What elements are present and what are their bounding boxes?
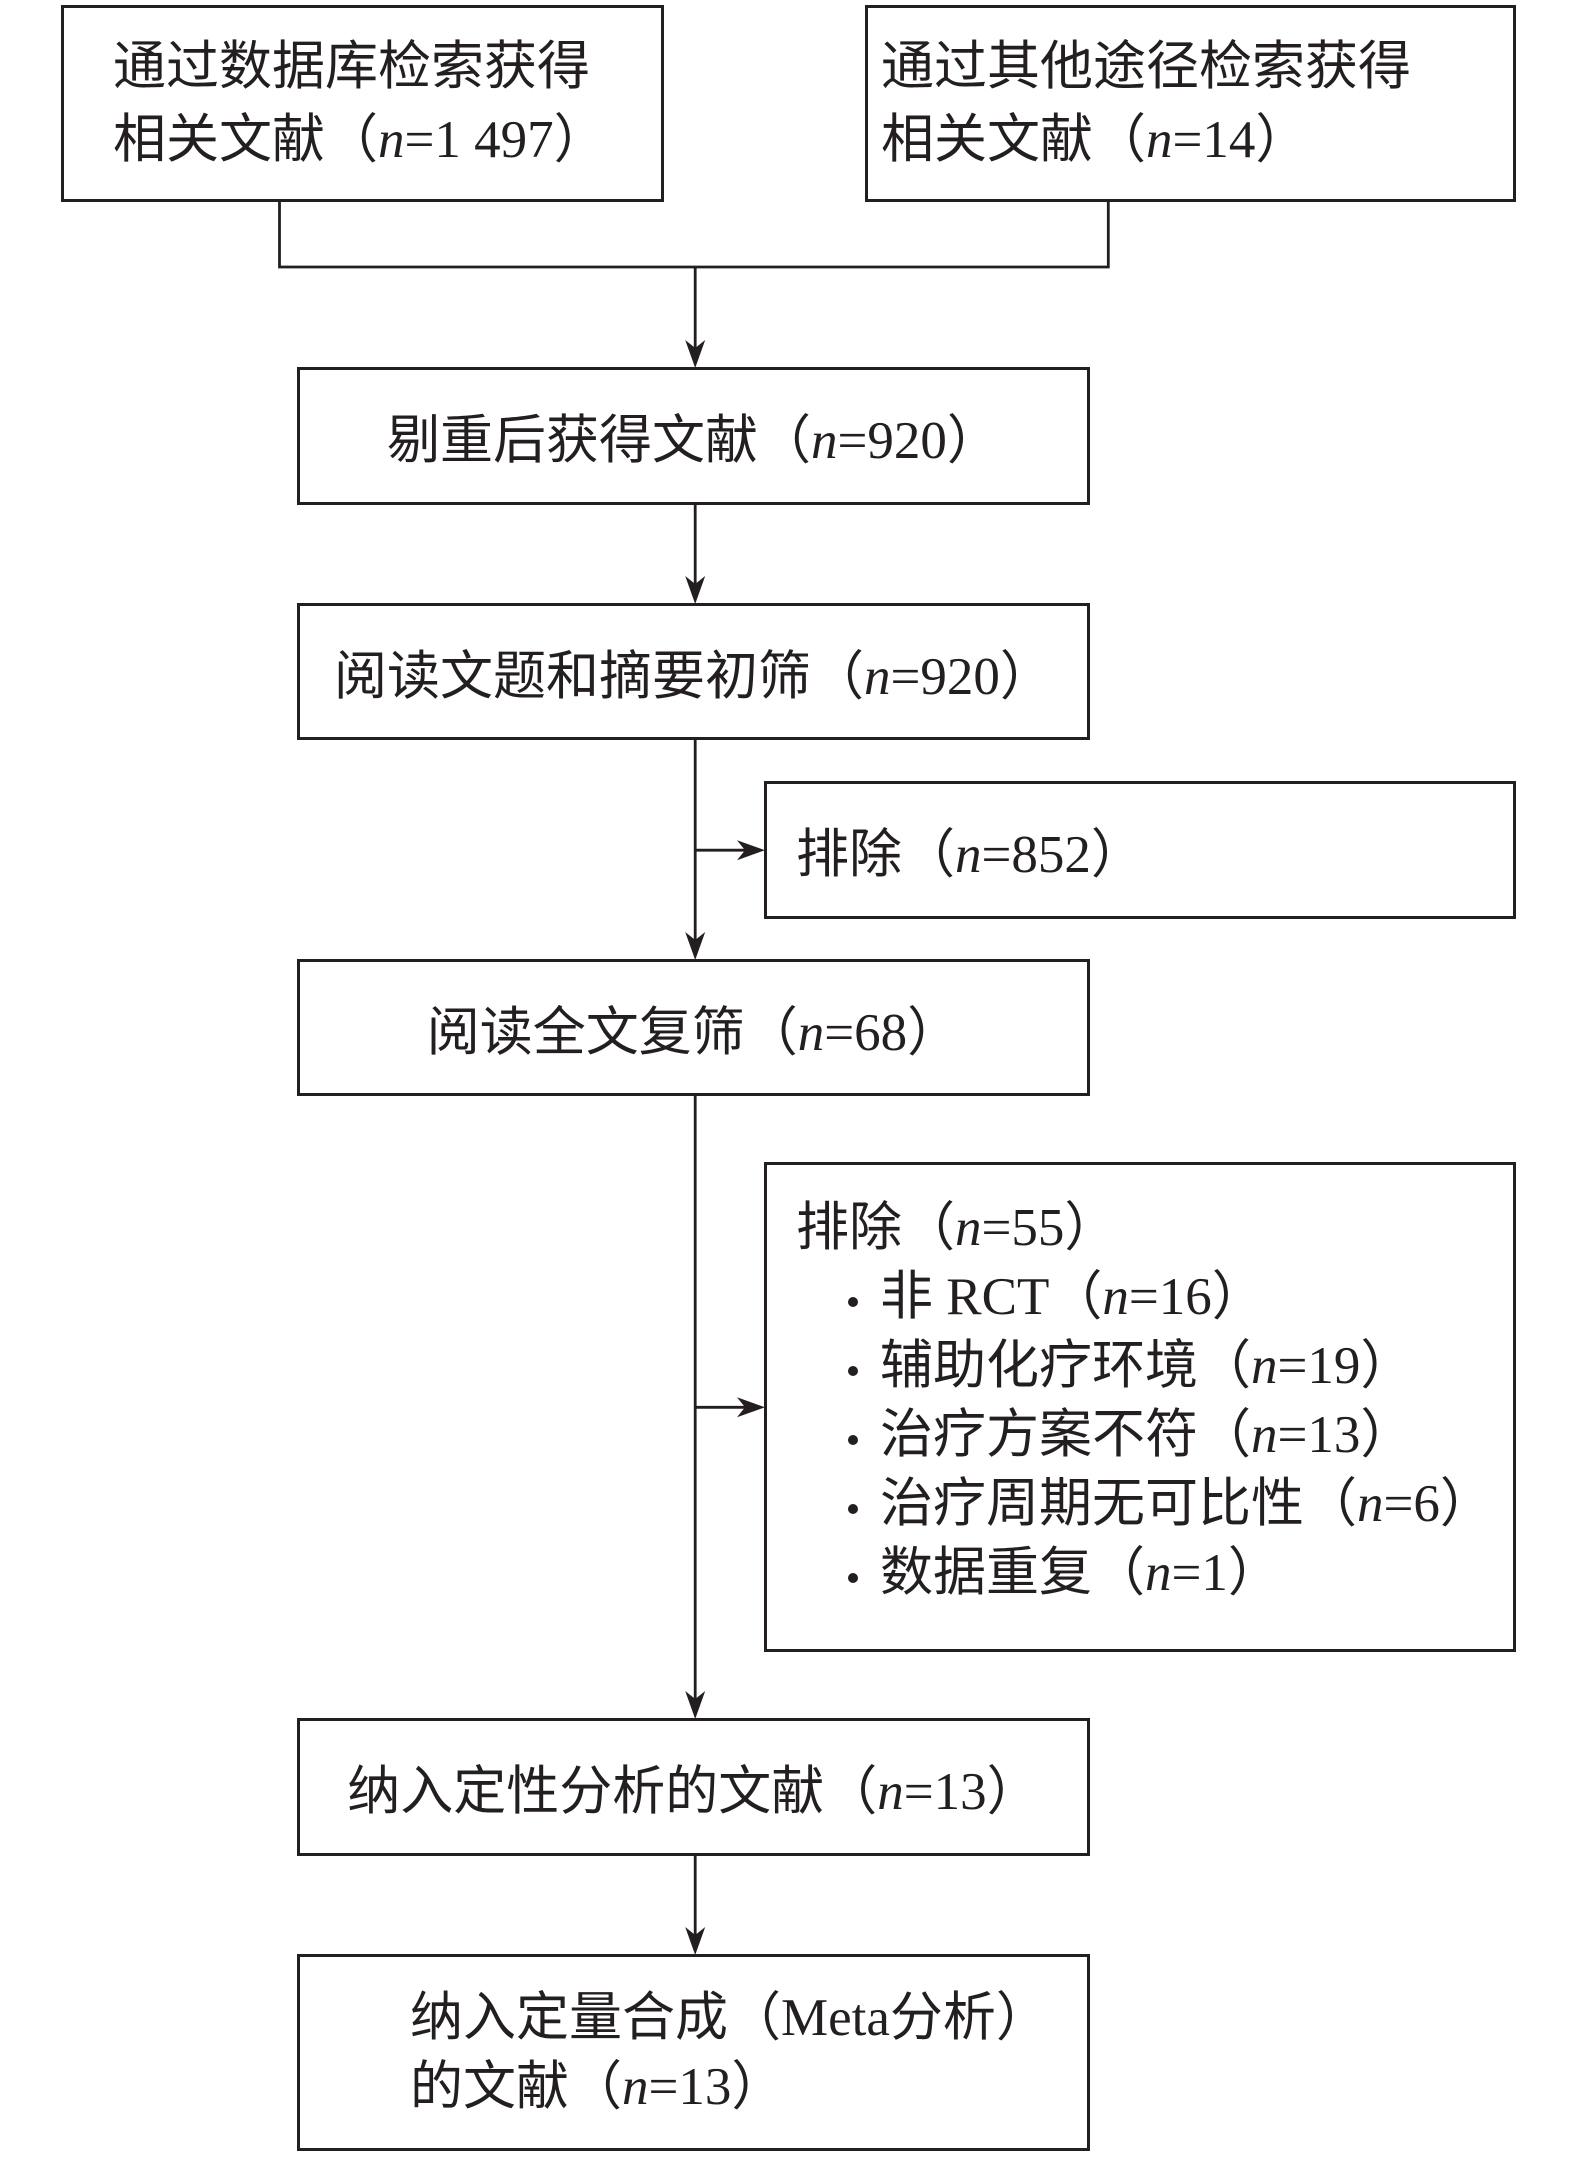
variable-n: n — [378, 110, 405, 169]
variable-n: n — [1251, 1406, 1278, 1464]
count-value: =14） — [1172, 110, 1309, 169]
variable-n: n — [955, 1199, 982, 1257]
quantitative-synthesis-count: 的文献（n=13） — [410, 2053, 1087, 2122]
arrowhead-to-title-abstract-screening — [685, 576, 706, 604]
count-label: 相关文献（ — [113, 110, 378, 169]
box-other-sources: 通过其他途径检索获得 相关文献（n=14） — [865, 5, 1516, 202]
count-value: =13） — [648, 2057, 785, 2116]
arrowhead-to-full-text-screening — [685, 932, 706, 960]
bullet-icon — [848, 1503, 858, 1514]
variable-n: n — [811, 412, 838, 470]
variable-n: n — [1146, 110, 1173, 169]
count-label: 阅读文题和摘要初筛（ — [334, 647, 865, 706]
count-label: 排除（ — [796, 826, 955, 884]
count-value: =68） — [824, 1003, 961, 1062]
exclusion-reason: 非 RCT（n=16） — [796, 1263, 1513, 1332]
variable-n: n — [1251, 1337, 1278, 1395]
box-full-text-screening: 阅读全文复筛（n=68） — [297, 959, 1090, 1096]
full-text-screening-label: 阅读全文复筛（n=68） — [427, 990, 960, 1066]
excluded-full-text-heading: 排除（n=55） — [796, 1194, 1513, 1263]
merge-connector — [278, 202, 1110, 269]
count-value: =13） — [1277, 1406, 1414, 1464]
quantitative-synthesis-label: 纳入定量合成（Meta分析） — [410, 1988, 1049, 2047]
variable-n: n — [797, 1003, 825, 1062]
exclusion-reason: 辅助化疗环境（n=19） — [796, 1332, 1513, 1401]
title-abstract-screening-label: 阅读文题和摘要初筛（n=920） — [334, 634, 1053, 710]
box-excluded-full-text: 排除（n=55） 非 RCT（n=16） 辅助化疗环境（n=19） 治疗方案不符… — [764, 1162, 1516, 1652]
count-label: 阅读全文复筛（ — [426, 1003, 798, 1062]
qualitative-synthesis-label: 纳入定性分析的文献（n=13） — [347, 1749, 1039, 1825]
count-value: =6） — [1383, 1475, 1493, 1533]
count-value: =1 497） — [404, 110, 607, 169]
excluded-screening-label: 排除（n=852） — [796, 812, 1513, 888]
box-qualitative-synthesis: 纳入定性分析的文献（n=13） — [297, 1718, 1090, 1856]
box-title-abstract-screening: 阅读文题和摘要初筛（n=920） — [297, 603, 1090, 740]
count-value: =13） — [903, 1763, 1040, 1821]
variable-n: n — [864, 647, 891, 706]
reason-label: 数据重复（ — [880, 1544, 1145, 1602]
exclusion-reason: 数据重复（n=1） — [796, 1539, 1513, 1608]
other-sources-count: 相关文献（n=14） — [881, 104, 1513, 177]
count-label: 的文献（ — [410, 2057, 622, 2116]
count-label: 剔重后获得文献（ — [387, 412, 812, 470]
bullet-icon — [848, 1572, 858, 1583]
count-value: =16） — [1128, 1268, 1265, 1326]
count-value: =920） — [890, 647, 1053, 706]
count-label: 纳入定性分析的文献（ — [347, 1763, 878, 1821]
count-value: =55） — [981, 1199, 1118, 1257]
variable-n: n — [955, 826, 982, 884]
database-search-label: 通过数据库检索获得 — [113, 37, 590, 96]
count-value: =19） — [1277, 1337, 1414, 1395]
box-quantitative-synthesis: 纳入定量合成（Meta分析） 的文献（n=13） — [297, 1954, 1090, 2151]
exclusion-reason: 治疗方案不符（n=13） — [796, 1401, 1513, 1470]
variable-n: n — [1102, 1268, 1129, 1326]
variable-n: n — [1145, 1544, 1172, 1602]
reason-label: 治疗周期无可比性（ — [880, 1475, 1357, 1533]
database-search-count: 相关文献（n=1 497） — [113, 104, 661, 177]
box-excluded-screening: 排除（n=852） — [764, 781, 1516, 919]
count-value: =852） — [981, 826, 1144, 884]
arrowhead-to-qualitative-synthesis — [685, 1691, 706, 1719]
reason-label: 辅助化疗环境（ — [880, 1337, 1251, 1395]
reason-label: 治疗方案不符（ — [880, 1406, 1251, 1464]
bullet-icon — [848, 1365, 858, 1376]
variable-n: n — [1357, 1475, 1384, 1533]
count-label: 排除（ — [796, 1199, 955, 1257]
variable-n: n — [622, 2057, 649, 2116]
variable-n: n — [877, 1763, 904, 1821]
exclusion-reason: 治疗周期无可比性（n=6） — [796, 1470, 1513, 1539]
count-value: =920） — [837, 412, 1000, 470]
count-label: 相关文献（ — [881, 110, 1146, 169]
arrowhead-to-deduplication — [685, 340, 706, 368]
after-deduplication-label: 剔重后获得文献（n=920） — [387, 398, 1000, 474]
arrowhead-to-excluded-full-text — [737, 1397, 765, 1418]
arrowhead-to-quantitative-synthesis — [685, 1927, 706, 1955]
bullet-icon — [848, 1296, 858, 1307]
box-after-deduplication: 剔重后获得文献（n=920） — [297, 367, 1090, 505]
other-sources-label: 通过其他途径检索获得 — [881, 37, 1411, 96]
bullet-icon — [848, 1434, 858, 1445]
count-value: =1） — [1171, 1544, 1281, 1602]
arrowhead-to-excluded-screening — [737, 840, 765, 861]
box-database-search: 通过数据库检索获得 相关文献（n=1 497） — [61, 5, 664, 202]
reason-label: 非 RCT（ — [880, 1268, 1103, 1326]
